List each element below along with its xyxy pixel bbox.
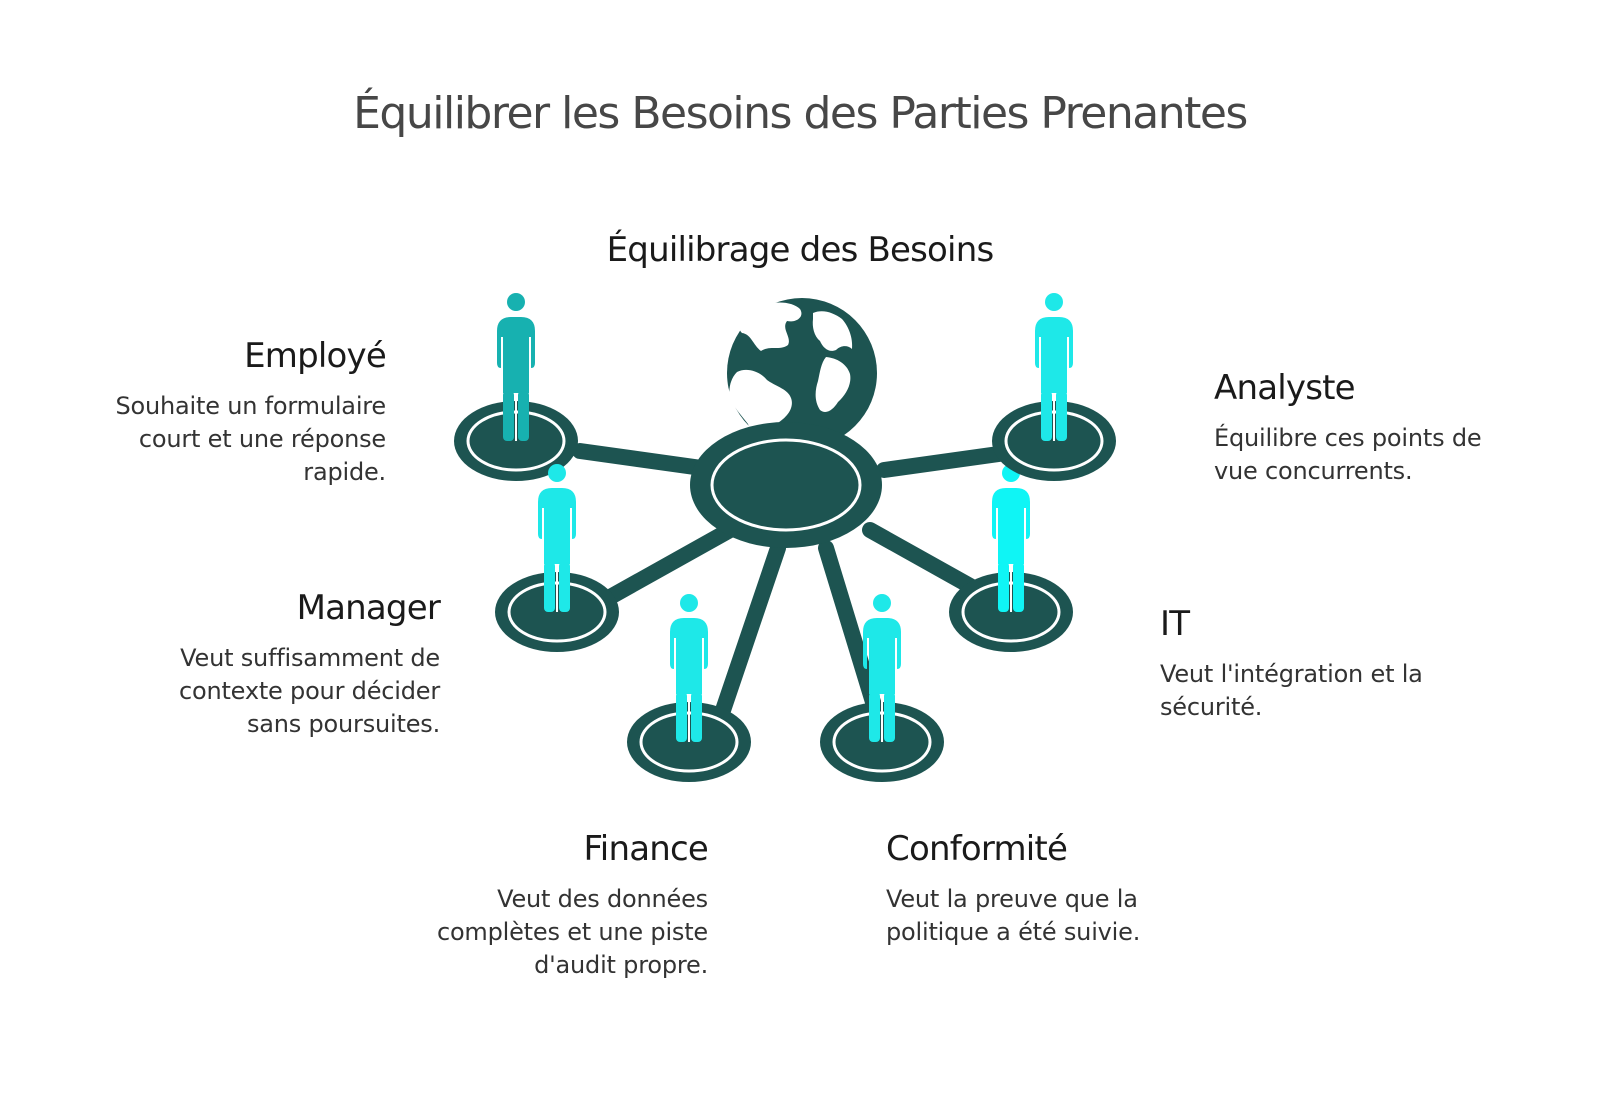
stakeholder-finance: Finance Veut des données complètes et un… (398, 829, 709, 982)
connector-finance (710, 540, 786, 733)
stakeholder-employe: Employé Souhaite un formulaire court et … (82, 336, 387, 489)
node-employe (454, 293, 578, 481)
person-icon (992, 464, 1030, 612)
connector-manager (604, 522, 738, 604)
node-analyste (992, 293, 1116, 481)
globe-icon (727, 298, 877, 448)
stakeholder-desc-line: politique a été suivie. (886, 918, 1141, 946)
person-icon (863, 594, 901, 742)
connector-employe (572, 443, 724, 478)
person-icon (670, 594, 708, 742)
stakeholder-title: Finance (583, 829, 709, 869)
stakeholder-manager: Manager Veut suffisamment de contexte po… (130, 588, 441, 741)
stakeholder-desc-line: vue concurrents. (1214, 457, 1413, 485)
stakeholder-title: Conformité (886, 829, 1068, 869)
stakeholder-desc-line: Équilibre ces points de (1214, 424, 1482, 452)
stakeholder-desc-line: contexte pour décider (178, 677, 440, 705)
person-icon (1035, 293, 1073, 441)
stakeholder-title: Manager (296, 588, 441, 628)
stakeholder-desc-line: Veut l'intégration et la (1160, 660, 1423, 688)
stakeholder-desc-line: Veut suffisamment de (180, 644, 440, 672)
hub-base (690, 422, 882, 548)
person-icon (538, 464, 576, 612)
stakeholder-title: IT (1160, 604, 1190, 644)
node-conformite (820, 594, 944, 782)
stakeholder-desc-line: d'audit propre. (534, 951, 708, 979)
person-icon (497, 293, 535, 441)
stakeholder-conformite: Conformité Veut la preuve que la politiq… (886, 829, 1206, 949)
hub-label: Équilibrage des Besoins (606, 230, 995, 270)
stakeholder-title: Employé (244, 336, 387, 376)
node-it (949, 464, 1073, 652)
stakeholder-desc-line: Veut la preuve que la (886, 885, 1138, 913)
page-title: Équilibrer les Besoins des Parties Prena… (353, 88, 1248, 139)
stakeholder-desc-line: sans poursuites. (246, 710, 440, 738)
node-manager (495, 464, 619, 652)
stakeholder-analyste: Analyste Équilibre ces points de vue con… (1214, 368, 1554, 488)
stakeholder-desc-line: Souhaite un formulaire (115, 392, 387, 420)
stakeholder-desc-line: sécurité. (1160, 693, 1263, 721)
stakeholder-it: IT Veut l'intégration et la sécurité. (1160, 604, 1500, 724)
node-finance (627, 594, 751, 782)
stakeholder-desc-line: rapide. (303, 458, 386, 486)
stakeholder-desc-line: Veut des données (497, 885, 708, 913)
stakeholder-desc-line: complètes et une piste (436, 918, 708, 946)
stakeholder-title: Analyste (1214, 368, 1356, 408)
stakeholder-desc-line: court et une réponse (138, 425, 386, 453)
